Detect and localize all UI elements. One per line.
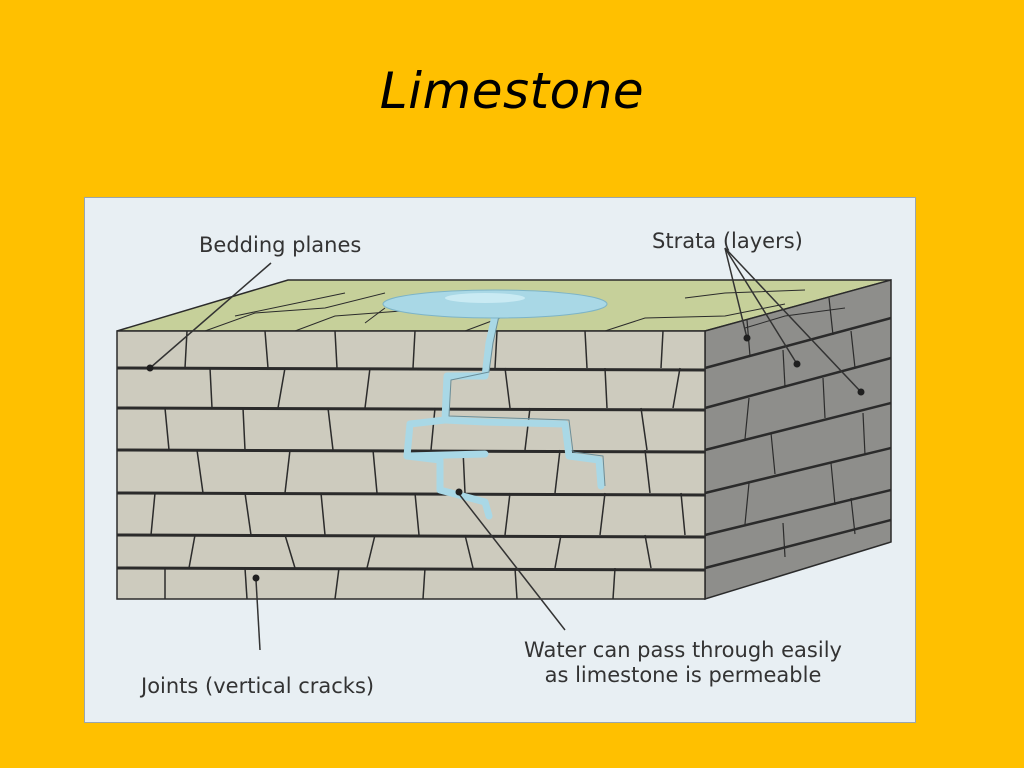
block-side-face [704,279,892,601]
water-path-outline [448,315,606,487]
water-path [403,312,605,520]
side-joints [744,297,866,558]
joints [150,330,686,600]
diagram-panel: Bedding planes Strata (layers) Joints (v… [84,197,916,723]
water-puddle [382,289,608,319]
limestone-block-diagram [116,247,892,651]
bedding-planes-label: Bedding planes [199,233,362,257]
side-strata [704,316,892,570]
slide-title: Limestone [379,62,645,120]
leader-dots [146,334,865,582]
bedding-planes [116,366,706,572]
block-front-face [116,330,706,600]
leader-lines [149,247,862,651]
water-caption-line2: as limestone is permeable [544,663,822,687]
water-caption-line1: Water can pass through easily [524,638,842,662]
strata-label: Strata (layers) [652,229,803,253]
joints-label: Joints (vertical cracks) [141,674,375,698]
water-puddle-highlight [445,293,525,303]
water-caption: Water can pass through easily as limesto… [503,638,863,688]
